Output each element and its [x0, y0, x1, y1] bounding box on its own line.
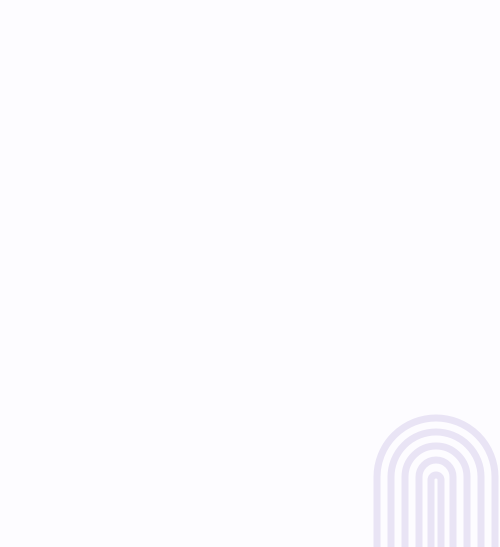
arch-ring: [387, 428, 485, 547]
arch-ring: [373, 414, 499, 547]
arch-ring: [415, 456, 457, 547]
arch-ring: [427, 471, 445, 547]
arch-ring: [401, 442, 471, 547]
